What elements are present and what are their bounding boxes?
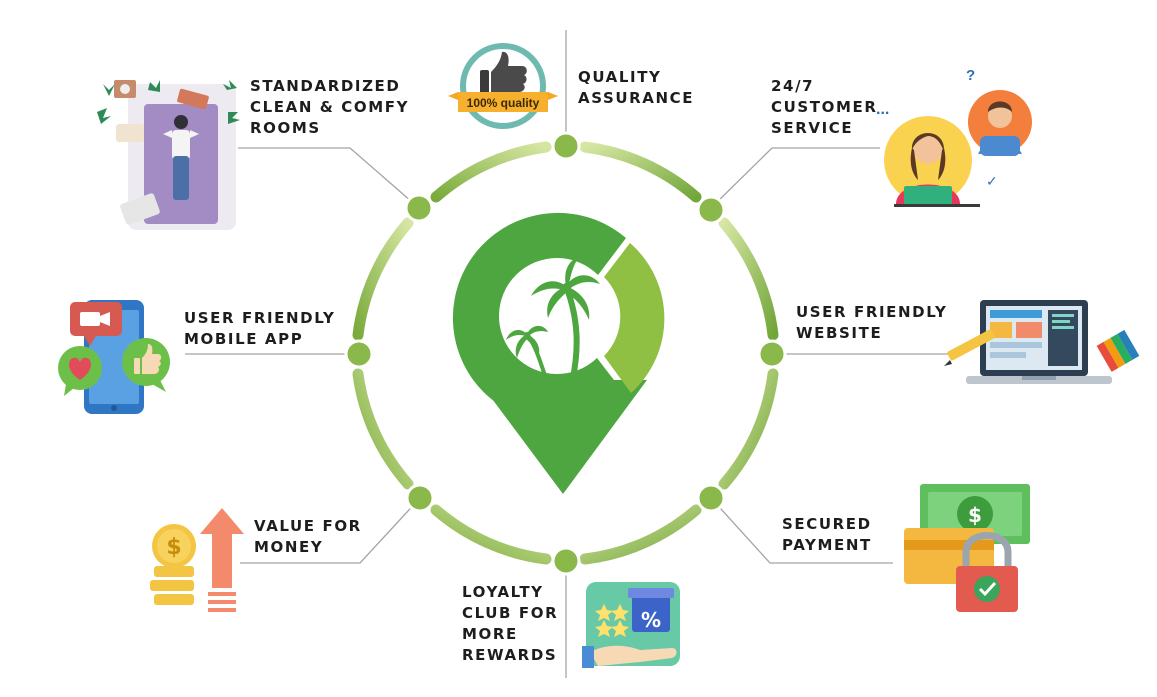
quality-badge-text: 100% quality (467, 96, 540, 110)
percent-symbol: % (641, 608, 661, 632)
check-mark: ✓ (986, 174, 998, 190)
ring-arc-bottom-right (579, 504, 702, 565)
label-line: MOBILE APP (184, 330, 304, 348)
customer-service-agents-icon: ? ... ✓ (876, 67, 1032, 207)
label-user-friendly-mobile-app: USER FRIENDLY MOBILE APP (184, 308, 336, 350)
node-payment (696, 483, 726, 513)
label-line: REWARDS (462, 646, 558, 664)
label-line: CLEAN & COMFY (250, 98, 410, 116)
label-line: 24/7 (771, 77, 815, 95)
label-line: CUSTOMER (771, 98, 878, 116)
smartphone-social-icon (58, 300, 170, 414)
card-cash-lock-icon: $ (904, 484, 1030, 612)
label-line: USER FRIENDLY (796, 303, 948, 321)
label-secured-payment: SECURED PAYMENT (782, 514, 872, 556)
label-line: SERVICE (771, 119, 854, 137)
palm-tree-map-pin-logo (452, 212, 665, 494)
connector-payment (710, 497, 893, 564)
label-line: WEBSITE (796, 324, 883, 342)
connector-service (710, 147, 880, 209)
label-line: QUALITY (578, 68, 662, 86)
ring-arc-top-left (430, 141, 552, 203)
node-rooms (404, 193, 434, 223)
node-service (696, 195, 726, 225)
connector-value (240, 497, 421, 564)
question-mark: ? (966, 67, 975, 84)
connector-lines (185, 30, 950, 678)
ring-arc-left-bottom (352, 368, 414, 490)
node-loyalty (551, 546, 581, 576)
comfy-bed-icon (97, 80, 240, 230)
label-line: MONEY (254, 538, 324, 556)
feature-ring (352, 141, 779, 565)
label-line: CLUB FOR (462, 604, 559, 622)
node-mobile (344, 339, 374, 369)
palm-tree-large (563, 283, 580, 386)
label-quality-assurance: QUALITY ASSURANCE (578, 67, 694, 109)
label-line: SECURED (782, 515, 872, 533)
ring-nodes (344, 131, 787, 576)
label-line: ROOMS (250, 119, 321, 137)
label-user-friendly-website: USER FRIENDLY WEBSITE (796, 302, 948, 344)
label-line: STANDARDIZED (250, 77, 401, 95)
connector-rooms (238, 147, 420, 209)
ring-arc-top-right (579, 141, 702, 203)
label-line: PAYMENT (782, 536, 872, 554)
laptop-design-icon (944, 300, 1140, 384)
label-line: ASSURANCE (578, 89, 695, 107)
label-line: MORE (462, 625, 518, 643)
node-value (405, 483, 435, 513)
ring-arc-bottom-left (430, 504, 552, 565)
node-quality (551, 131, 581, 161)
coins-arrow-up-icon: $ (150, 508, 244, 612)
label-line: LOYALTY (462, 583, 544, 601)
ring-arc-right-top (718, 217, 779, 341)
payment-dollar-symbol: $ (968, 503, 982, 527)
thumbs-up-badge-icon: 100% quality (448, 43, 558, 129)
typing-dots: ... (876, 101, 889, 118)
label-customer-service: 24/7 CUSTOMER SERVICE (771, 76, 878, 139)
ring-arc-right-bottom (718, 368, 779, 490)
label-standardized-rooms: STANDARDIZED CLEAN & COMFY ROOMS (250, 76, 409, 139)
label-line: USER FRIENDLY (184, 309, 336, 327)
rewards-gift-icon: % (582, 582, 680, 668)
ring-arc-left-top (352, 217, 414, 341)
value-dollar-symbol: $ (166, 535, 181, 560)
label-loyalty-club: LOYALTY CLUB FOR MORE REWARDS (462, 582, 558, 666)
label-line: VALUE FOR (254, 517, 362, 535)
label-value-for-money: VALUE FOR MONEY (254, 516, 362, 558)
node-website (757, 339, 787, 369)
